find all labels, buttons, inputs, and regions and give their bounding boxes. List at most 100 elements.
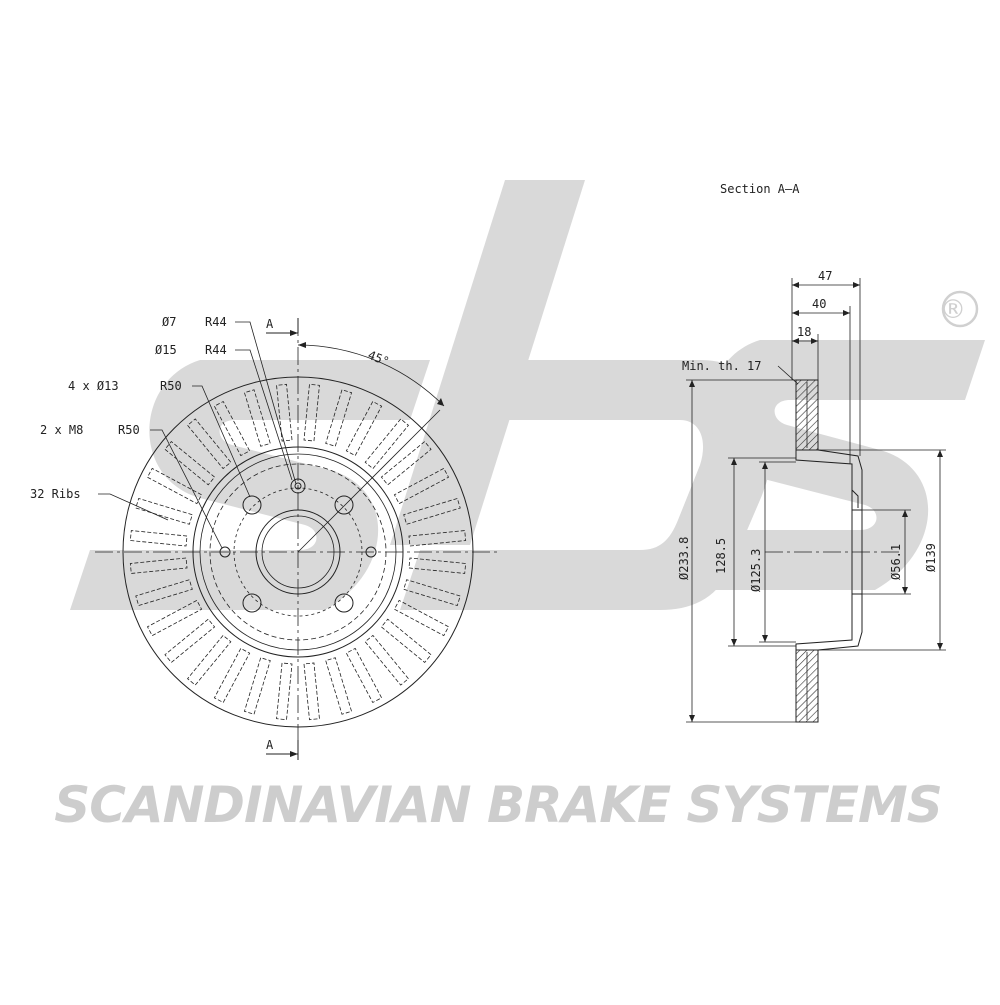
label-r50-a: R50	[160, 379, 182, 393]
center-bore-inner	[261, 515, 335, 589]
ribs-group	[129, 383, 467, 721]
rib-slot	[345, 400, 383, 457]
dim-47: 47	[818, 269, 832, 283]
rib-slot	[146, 467, 203, 505]
section-label-top: A	[266, 317, 274, 331]
bolt-hole-4	[334, 593, 354, 613]
dim-128: 128.5	[714, 538, 728, 574]
label-d15: Ø15	[155, 343, 177, 357]
min-th-leader	[777, 365, 799, 385]
rib-slot	[403, 497, 461, 525]
rib-slot	[213, 400, 251, 457]
rib-slot	[135, 579, 193, 607]
rib-slot	[186, 634, 232, 686]
min-thickness-label: Min. th. 17	[682, 359, 761, 373]
leader-d7	[235, 321, 297, 485]
rib-slot	[164, 618, 216, 664]
dim-18-arrow-r	[811, 338, 818, 344]
dim-d233-arrow-t	[689, 380, 695, 387]
rib-slot	[213, 647, 251, 704]
bolt-hole-1	[242, 495, 262, 515]
disc-section-view: Section A–A Min. th. 17 47 40 18	[677, 182, 946, 723]
rib-slot	[243, 657, 271, 715]
rib-slot	[325, 657, 353, 715]
sbs-logo-watermark: ®	[70, 180, 985, 610]
hole-d15	[290, 478, 306, 494]
logo-s-right	[660, 340, 985, 590]
dim-47-arrow-r	[853, 282, 860, 288]
dim-d233: Ø233.8	[677, 537, 691, 580]
dim-d139-arrow-t	[937, 450, 943, 457]
label-ribs: 32 Ribs	[30, 487, 81, 501]
dim-18-arrow-l	[792, 338, 799, 344]
registered-circle	[941, 290, 979, 328]
brand-wordmark: SCANDINAVIAN BRAKE SYSTEMS	[54, 776, 942, 834]
section-cut-top-arrow	[290, 330, 298, 336]
section-label-bottom: A	[266, 738, 274, 752]
rib-slot	[135, 497, 193, 525]
rib-slot	[146, 599, 203, 637]
rib-slot	[303, 662, 320, 721]
angle-ray	[297, 409, 441, 553]
leader-holes	[192, 385, 251, 498]
label-r44-a: R44	[205, 315, 227, 329]
disc-outer-edge	[122, 376, 474, 728]
rib-slot	[276, 383, 293, 442]
friction-ring-inner-2	[199, 453, 397, 651]
dim-47-arrow-l	[792, 282, 799, 288]
dim-40-arrow-l	[792, 310, 799, 316]
m8-hole-left	[219, 546, 231, 558]
hat-profile	[817, 449, 863, 651]
label-d7: Ø7	[162, 315, 176, 329]
rib-slot	[186, 418, 232, 470]
angle-arrow	[437, 398, 444, 406]
bolt-hole-2	[334, 495, 354, 515]
rib-slot	[243, 389, 271, 447]
dim-18: 18	[797, 325, 811, 339]
rib-slot	[364, 418, 410, 470]
bolt-hole-3	[242, 593, 262, 613]
rib-slot	[129, 557, 188, 574]
dim-40-arrow-r	[843, 310, 850, 316]
rib-slot	[393, 599, 450, 637]
section-title: Section A–A	[720, 182, 800, 196]
rib-slot	[325, 389, 353, 447]
hole-d7	[294, 482, 302, 490]
dim-d56-arrow-b	[902, 587, 908, 594]
rib-slot	[129, 530, 188, 547]
dim-128-arrow-t	[731, 458, 737, 465]
disc-front-view: 45° A A Ø7 R44 Ø15 R44 4 x Ø13 R50 2 x M…	[30, 315, 500, 760]
dim-d125-arrow-t	[762, 462, 768, 469]
dim-d139-arrow-b	[937, 643, 943, 650]
dim-d125-arrow-b	[762, 635, 768, 642]
rib-slot	[380, 618, 432, 664]
dim-d125: Ø125.3	[749, 549, 763, 592]
hub-chamfer	[851, 489, 859, 508]
label-r44-b: R44	[205, 343, 227, 357]
section-cut-bottom-arrow	[290, 751, 298, 757]
dim-d56: Ø56.1	[889, 544, 903, 580]
rib-slot	[403, 579, 461, 607]
m8-hole-right	[365, 546, 377, 558]
dim-128-arrow-b	[731, 639, 737, 646]
angle-arc	[297, 344, 445, 407]
rib-slot	[380, 440, 432, 486]
rib-slot	[393, 467, 450, 505]
rib-slot	[276, 662, 293, 721]
label-r50-b: R50	[118, 423, 140, 437]
dim-40: 40	[812, 297, 826, 311]
angle-arrow-start	[298, 342, 306, 348]
rib-slot	[303, 383, 320, 442]
leader-d15	[235, 349, 293, 481]
label-m8: 2 x M8	[40, 423, 83, 437]
rib-slot	[408, 530, 467, 547]
rib-slot	[164, 440, 216, 486]
friction-ring-inner	[192, 446, 404, 658]
leader-m8	[150, 429, 223, 549]
leader-ribs	[98, 493, 169, 521]
rib-slot	[345, 647, 383, 704]
rib-slot	[364, 634, 410, 686]
dim-d56-arrow-t	[902, 510, 908, 517]
